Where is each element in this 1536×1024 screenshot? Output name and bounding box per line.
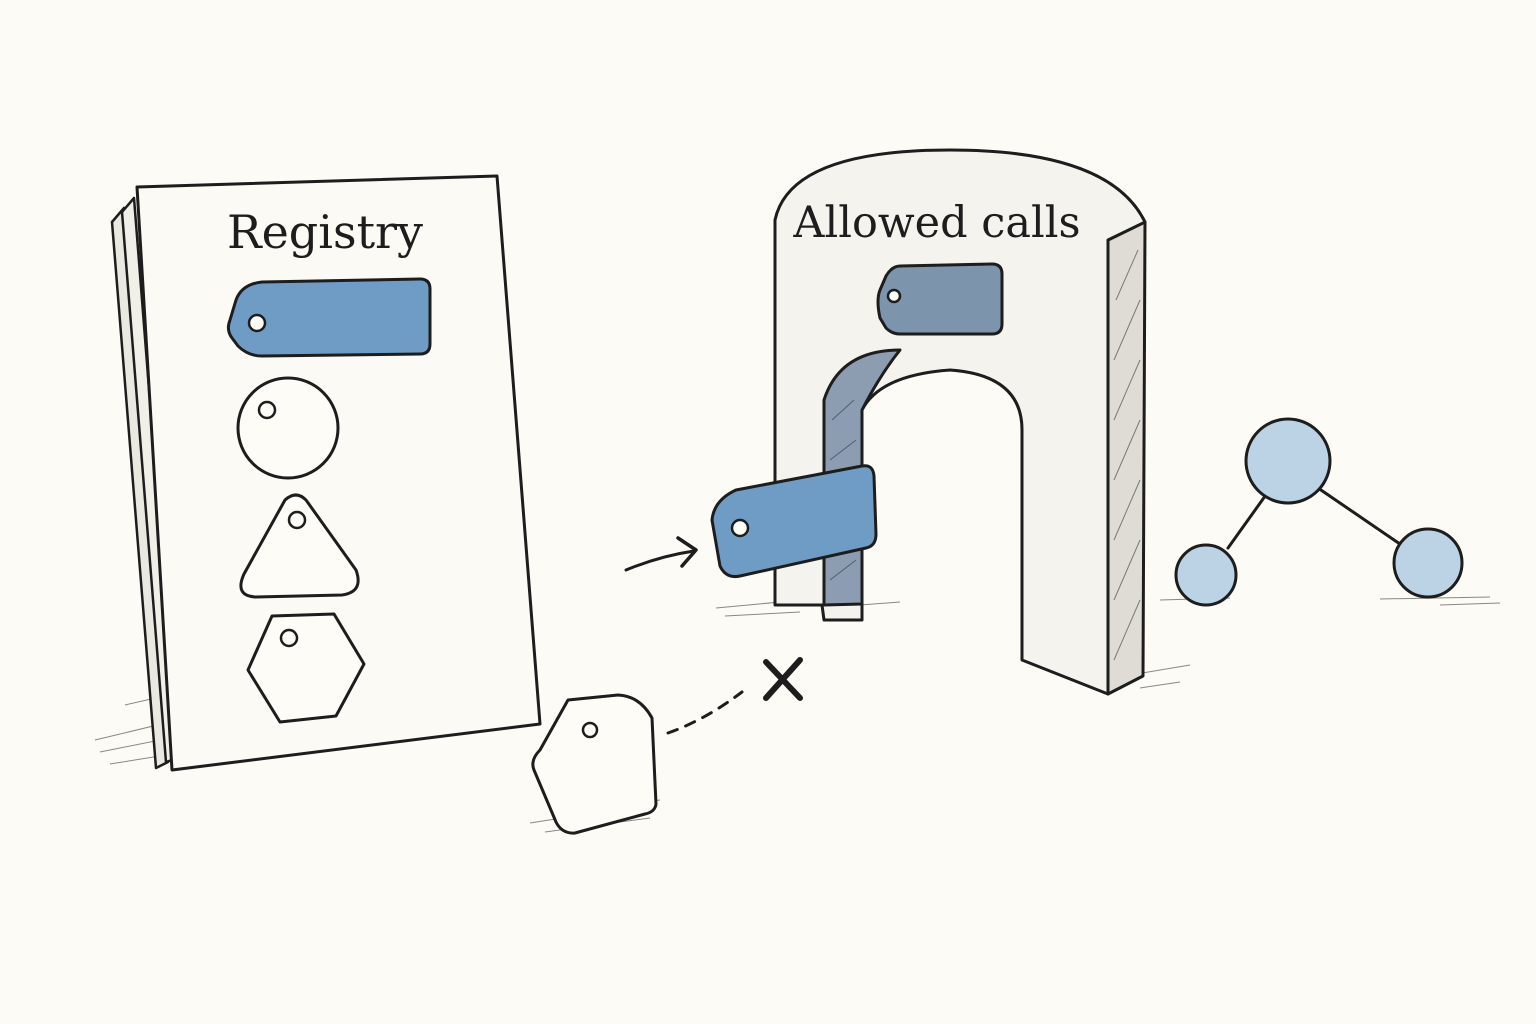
registry-title: Registry (227, 205, 423, 259)
rejected-tag (531, 693, 658, 835)
gate-title: Allowed calls (792, 198, 1080, 248)
graph-edge (1226, 490, 1270, 550)
tag-hole-icon (257, 400, 277, 420)
tag-hole-icon (247, 313, 267, 333)
allowed-calls-gate: Allowed calls (773, 148, 1147, 696)
registry-book: Registry (110, 174, 542, 772)
graph-node (1174, 543, 1238, 607)
tag-hole-icon (279, 628, 299, 648)
graph-edge (1316, 486, 1402, 546)
passing-tag (710, 464, 878, 578)
x-mark-icon (763, 657, 803, 701)
rejected-path (666, 690, 744, 735)
gate-tag (876, 262, 1004, 336)
graph-node (1392, 527, 1464, 599)
tag-hole-icon (886, 288, 902, 304)
registry-tag-triangle (239, 493, 360, 599)
registry-tag-rectangle (226, 277, 432, 358)
registry-tag-hexagon (246, 612, 366, 724)
arrow-right-icon (624, 536, 698, 572)
node-graph (1174, 417, 1464, 607)
tag-hole-icon (730, 518, 750, 538)
registry-tag-circle (236, 376, 340, 480)
graph-node (1244, 417, 1332, 505)
tag-hole-icon (581, 721, 599, 739)
tag-hole-icon (287, 510, 307, 530)
